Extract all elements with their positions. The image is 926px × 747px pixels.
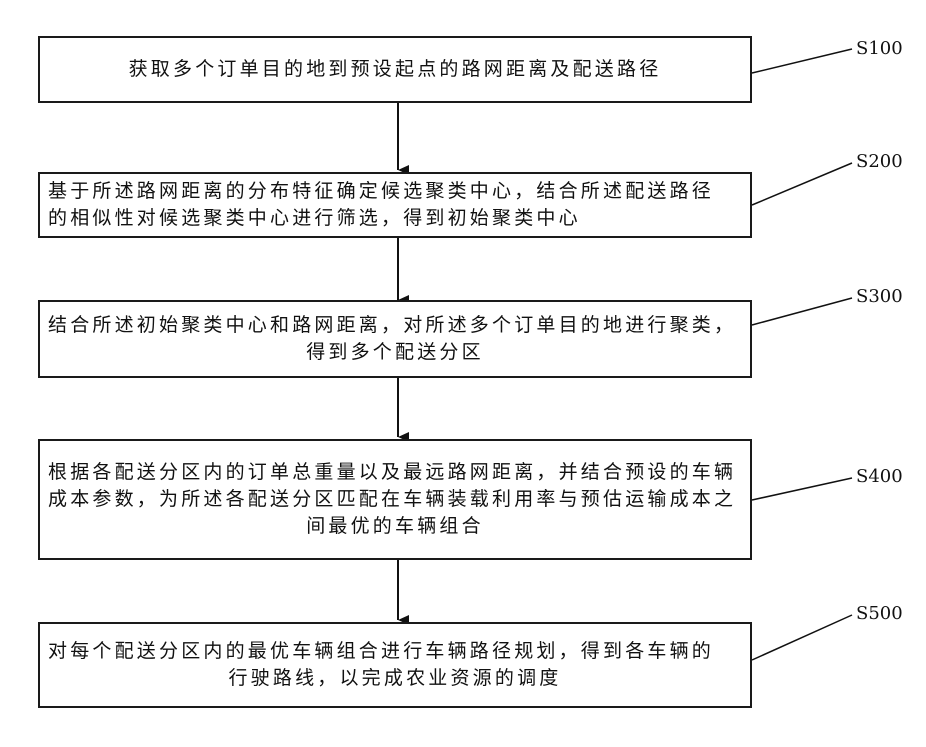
step-box-s300: 结合所述初始聚类中心和路网距离，对所述多个订单目的地进行聚类， 得到多个配送分区 [38, 300, 752, 378]
leader-line-s500 [752, 615, 852, 660]
step-text-line: 结合所述初始聚类中心和路网距离，对所述多个订单目的地进行聚类， [48, 312, 742, 339]
step-box-s500: 对每个配送分区内的最优车辆组合进行车辆路径规划，得到各车辆的 行驶路线，以完成农… [38, 622, 752, 708]
step-text-line: 基于所述路网距离的分布特征确定候选聚类中心，结合所述配送路径 [48, 178, 742, 205]
step-label-s100: S100 [856, 38, 903, 59]
step-text-line: 根据各配送分区内的订单总重量以及最远路网距离，并结合预设的车辆 [48, 459, 742, 486]
step-label-s500: S500 [856, 603, 903, 624]
step-box-s400: 根据各配送分区内的订单总重量以及最远路网距离，并结合预设的车辆 成本参数，为所述… [38, 439, 752, 560]
step-text-line: 间最优的车辆组合 [48, 513, 742, 540]
leader-line-s400 [752, 478, 852, 500]
step-text-line: 成本参数，为所述各配送分区匹配在车辆装载利用率与预估运输成本之 [48, 486, 742, 513]
step-label-s300: S300 [856, 286, 903, 307]
step-box-s200: 基于所述路网距离的分布特征确定候选聚类中心，结合所述配送路径 的相似性对候选聚类… [38, 172, 752, 238]
leader-line-s300 [752, 298, 852, 325]
step-text-line: 获取多个订单目的地到预设起点的路网距离及配送路径 [48, 56, 742, 83]
leader-line-s200 [752, 163, 852, 205]
step-text-line: 行驶路线，以完成农业资源的调度 [48, 665, 742, 692]
step-label-s200: S200 [856, 151, 903, 172]
step-label-s400: S400 [856, 466, 903, 487]
step-text-line: 得到多个配送分区 [48, 339, 742, 366]
step-text-line: 的相似性对候选聚类中心进行筛选，得到初始聚类中心 [48, 205, 742, 232]
step-text-line: 对每个配送分区内的最优车辆组合进行车辆路径规划，得到各车辆的 [48, 638, 742, 665]
leader-line-s100 [752, 49, 852, 73]
step-box-s100: 获取多个订单目的地到预设起点的路网距离及配送路径 [38, 36, 752, 103]
